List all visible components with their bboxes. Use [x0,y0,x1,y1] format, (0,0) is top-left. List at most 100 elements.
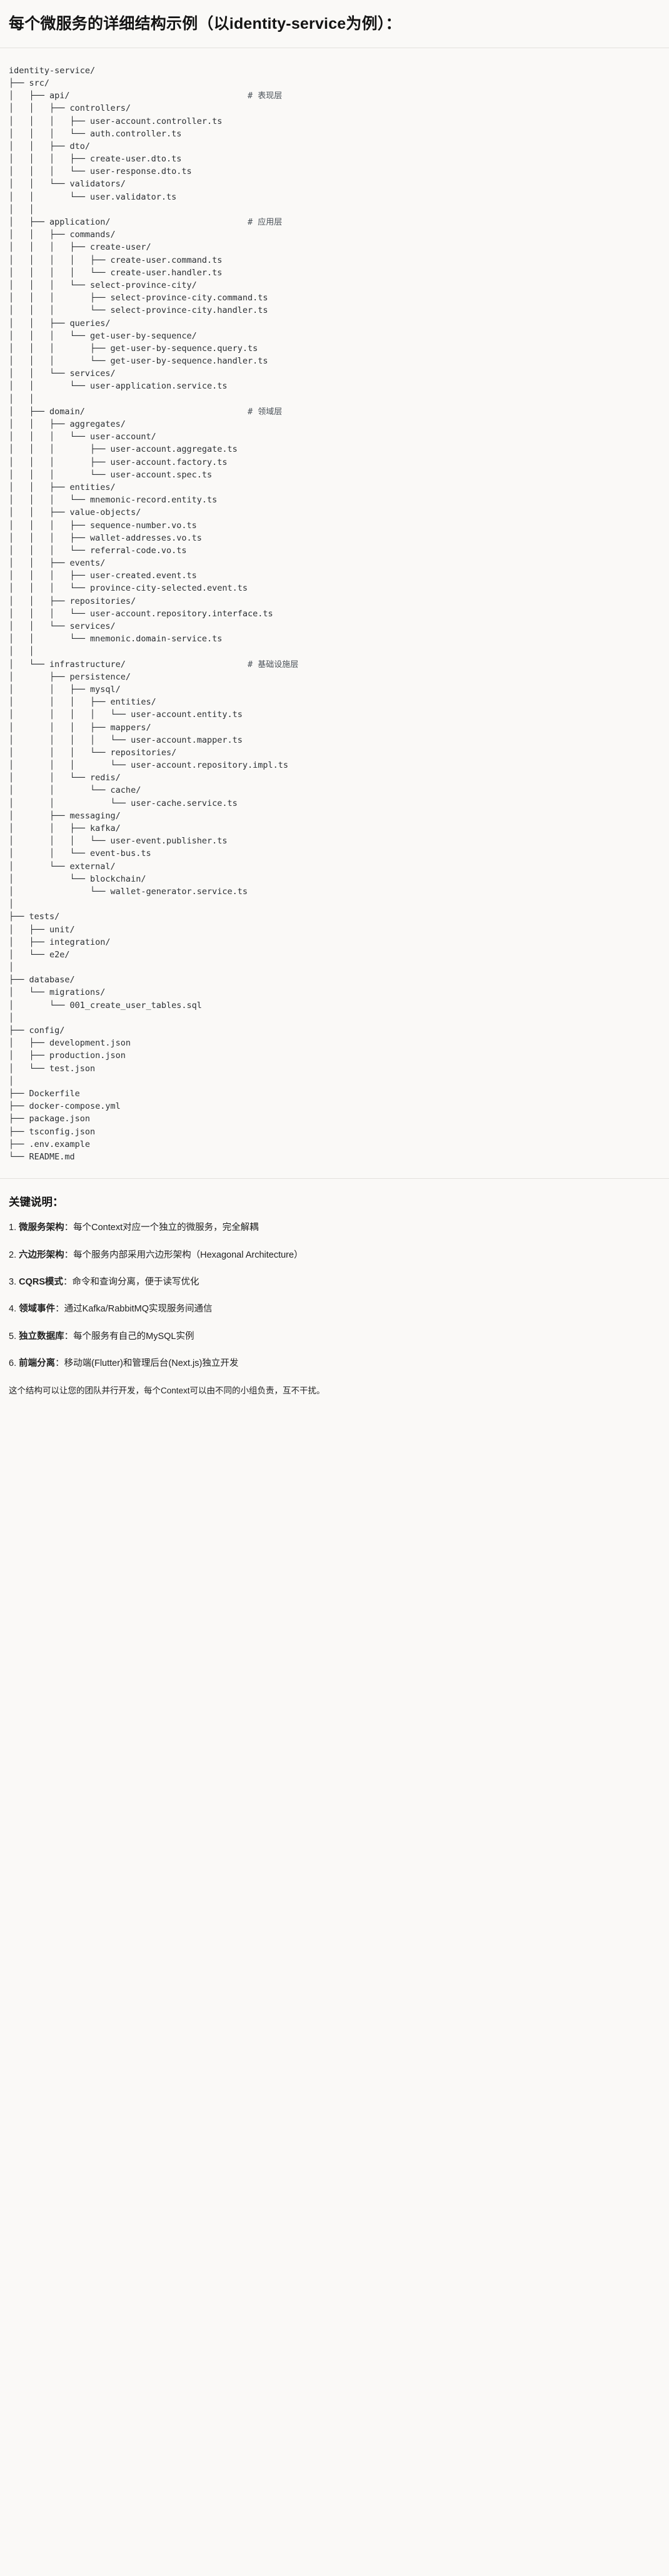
key-note-term: 六边形架构 [19,1250,64,1260]
tree-node-path: │ ├── development.json [9,1038,131,1049]
tree-node-path: │ │ ├── events/ [9,558,106,569]
tree-line: │ │ [9,645,660,658]
key-note-separator: ： [63,1277,73,1287]
tree-node-path: │ └── test.json [9,1063,96,1074]
tree-line: │ │ │ ├── user-account.controller.ts [9,115,660,128]
tree-comment-gap [85,407,248,417]
tree-line: │ └── test.json [9,1062,660,1075]
tree-line: │ │ ├── kafka/ [9,822,660,835]
tree-node-path: │ │ └── redis/ [9,773,121,783]
tree-node-path: │ │ └── event-bus.ts [9,848,151,859]
key-note-term: 独立数据库 [19,1331,64,1341]
tree-node-path: ├── config/ [9,1026,65,1036]
tree-node-path: │ │ │ ├── mappers/ [9,722,151,733]
tree-node-path: │ │ ├── mysql/ [9,684,121,695]
key-note-term: 领域事件 [19,1304,56,1315]
tree-comment-gap [126,659,248,669]
tree-node-path: │ │ │ └── select-province-city.handler.t… [9,305,268,316]
closing-paragraph: 这个结构可以让您的团队并行开发，每个Context可以由不同的小组负责，互不干扰… [9,1385,325,1395]
key-note-description: 通过Kafka/RabbitMQ实现服务间通信 [64,1304,213,1315]
tree-line: │ [9,898,660,910]
tree-node-path: │ │ │ └── select-province-city/ [9,280,197,290]
key-note-separator: ： [55,1358,64,1369]
tree-node-path: ├── tsconfig.json [9,1126,96,1137]
key-note-term: CQRS模式 [19,1277,64,1287]
tree-layer-comment: # 基础设施层 [248,659,298,669]
tree-line: │ │ │ └── get-user-by-sequence.handler.t… [9,355,660,367]
tree-line: │ │ │ ├── user-account.aggregate.ts [9,443,660,456]
tree-node-path: │ ├── persistence/ [9,671,131,682]
tree-node-path: │ │ │ └── user-account.spec.ts [9,469,213,480]
key-note-description: 命令和查询分离，便于读写优化 [72,1277,199,1287]
tree-node-path: │ │ │ └── get-user-by-sequence/ [9,330,197,341]
tree-node-path: │ ├── unit/ [9,924,75,935]
tree-layer-comment-label: 表现层 [258,91,283,101]
tree-line: │ ├── integration/ [9,936,660,949]
tree-line: │ │ ├── controllers/ [9,102,660,115]
tree-node-path: │ │ ├── dto/ [9,141,91,151]
tree-line: │ │ │ └── referral-code.vo.ts [9,544,660,557]
tree-node-path: │ ├── api/ [9,91,70,101]
tree-node-path: │ │ │ ├── wallet-addresses.vo.ts [9,532,202,543]
key-notes-section: 关键说明： 微服务架构：每个Context对应一个独立的微服务，完全解耦六边形架… [0,1179,669,1413]
tree-line: ├── .env.example [9,1138,660,1151]
tree-line: ├── src/ [9,77,660,89]
tree-line: │ │ [9,203,660,216]
tree-node-path: │ │ └── mnemonic.domain-service.ts [9,634,223,644]
tree-line: │ │ │ ├── mappers/ [9,721,660,734]
tree-line: │ │ └── redis/ [9,771,660,784]
tree-line: │ │ ├── mysql/ [9,683,660,696]
tree-node-path: │ ├── domain/ [9,406,85,417]
tree-line: │ │ │ └── user-event.publisher.ts [9,835,660,847]
key-note-separator: ： [64,1223,74,1233]
tree-node-path: │ │ [9,204,34,215]
tree-node-path: │ │ ├── queries/ [9,318,111,328]
tree-line: │ │ ├── repositories/ [9,595,660,608]
tree-node-path: ├── .env.example [9,1139,91,1149]
tree-line: │ │ │ ├── wallet-addresses.vo.ts [9,532,660,544]
key-note-item: CQRS模式：命令和查询分离，便于读写优化 [9,1275,660,1289]
tree-node-path: │ │ │ ├── entities/ [9,697,156,708]
tree-line: │ │ ├── aggregates/ [9,418,660,430]
tree-line: │ │ │ └── user-account.repository.impl.t… [9,759,660,771]
tree-line: │ ├── application/ # 应用层 [9,216,660,228]
tree-node-path: │ ├── messaging/ [9,810,121,821]
tree-line: │ │ │ ├── select-province-city.command.t… [9,292,660,304]
tree-line: │ │ │ │ ├── create-user.command.ts [9,254,660,267]
key-note-separator: ： [64,1250,74,1260]
tree-node-path: ├── tests/ [9,912,60,922]
tree-line: │ │ ├── dto/ [9,140,660,153]
tree-line: │ │ ├── entities/ [9,481,660,494]
key-note-item: 前端分离：移动端(Flutter)和管理后台(Next.js)独立开发 [9,1357,660,1370]
tree-node-path: │ │ │ ├── select-province-city.command.t… [9,293,268,303]
tree-node-path: │ │ │ ├── create-user/ [9,242,151,253]
tree-node-path: │ │ │ └── user-response.dto.ts [9,166,192,177]
tree-line: │ └── wallet-generator.service.ts [9,885,660,898]
tree-line: │ │ └── event-bus.ts [9,847,660,860]
tree-line: ├── database/ [9,974,660,986]
tree-node-path: │ │ │ │ └── user-account.entity.ts [9,710,243,720]
tree-line: ├── docker-compose.yml [9,1100,660,1112]
tree-line: │ └── 001_create_user_tables.sql [9,999,660,1012]
tree-line: │ │ │ ├── get-user-by-sequence.query.ts [9,342,660,355]
tree-node-path: └── README.md [9,1151,75,1162]
tree-node-path: │ │ │ ├── user-account.aggregate.ts [9,444,238,455]
tree-line: │ └── infrastructure/ # 基础设施层 [9,658,660,671]
tree-line: │ ├── domain/ # 领域层 [9,405,660,418]
tree-node-path: │ │ │ └── user-account/ [9,432,156,442]
tree-line: │ │ │ └── user-account.spec.ts [9,469,660,481]
hash-icon: # [248,217,258,227]
tree-node-path: ├── src/ [9,78,50,88]
tree-node-path: │ ├── integration/ [9,937,111,947]
directory-tree-block: identity-service/ ├── src/ │ ├── api/ # 表现… [0,48,669,1179]
tree-node-path: │ │ ├── controllers/ [9,103,131,114]
tree-node-path: │ │ │ └── repositories/ [9,747,177,758]
key-note-description: 每个Context对应一个独立的微服务，完全解耦 [73,1223,259,1233]
tree-node-path: │ │ ├── repositories/ [9,596,136,606]
tree-line: ├── tsconfig.json [9,1126,660,1138]
tree-line: │ │ └── services/ [9,367,660,380]
tree-node-path: │ │ [9,394,34,404]
tree-node-path: identity-service/ [9,65,96,76]
tree-node-path: │ │ │ └── auth.controller.ts [9,128,182,139]
tree-line: │ │ │ └── get-user-by-sequence/ [9,330,660,342]
